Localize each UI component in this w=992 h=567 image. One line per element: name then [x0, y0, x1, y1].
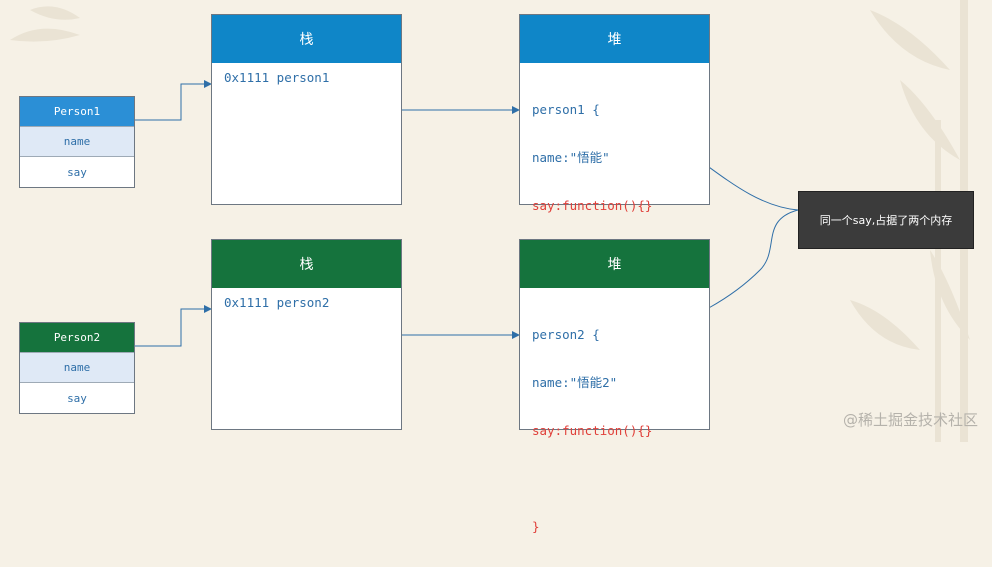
- heap-box-top: 堆 person1 { name:"悟能" say:function(){} }: [519, 14, 710, 309]
- heap-object-open: person2 {: [532, 327, 600, 342]
- note-callout: 同一个say,占据了两个内存: [798, 191, 974, 249]
- stack-reference: 0x1111 person1: [224, 70, 330, 85]
- connector-person2-to-stack: [135, 305, 212, 347]
- heap-object: person1 { name:"悟能" say:function(){} }: [532, 70, 705, 342]
- class-field-name: name: [20, 127, 134, 157]
- heap-object-say: say:function(){}: [532, 198, 653, 213]
- class-title: Person1: [20, 97, 134, 127]
- heap-object-close: }: [532, 519, 540, 534]
- connector-person1-to-stack: [135, 80, 212, 121]
- class-box-person2: Person2 name say: [19, 322, 135, 414]
- heap-object-open: person1 {: [532, 102, 600, 117]
- stack-header: 栈: [212, 240, 401, 288]
- watermark: @稀土掘金技术社区: [842, 411, 978, 429]
- class-title: Person2: [20, 323, 134, 353]
- stack-header: 栈: [212, 15, 401, 63]
- class-field-name: name: [20, 353, 134, 383]
- stack-box-top: 栈 0x1111 person1: [211, 14, 402, 205]
- class-method-say: say: [20, 157, 134, 187]
- heap-header: 堆: [520, 15, 709, 63]
- heap-object-say: say:function(){}: [532, 423, 653, 438]
- heap-header: 堆: [520, 240, 709, 288]
- heap-box-bottom: 堆 person2 { name:"悟能2" say:function(){} …: [519, 239, 710, 534]
- heap-object-name: name:"悟能": [532, 150, 610, 165]
- class-method-say: say: [20, 383, 134, 413]
- stack-box-bottom: 栈 0x1111 person2: [211, 239, 402, 430]
- heap-object: person2 { name:"悟能2" say:function(){} }: [532, 295, 705, 567]
- stack-reference: 0x1111 person2: [224, 295, 330, 310]
- heap-object-name: name:"悟能2": [532, 375, 618, 390]
- class-box-person1: Person1 name say: [19, 96, 135, 188]
